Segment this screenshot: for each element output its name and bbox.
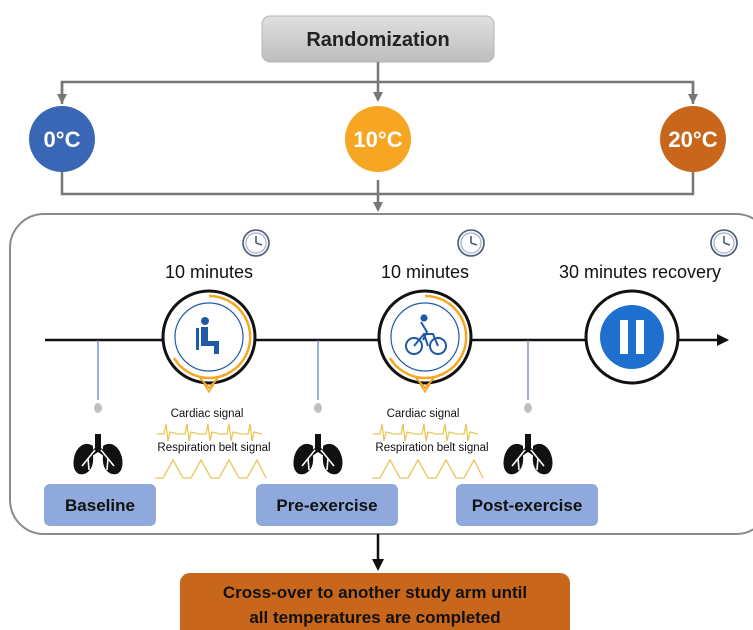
seated-person-icon [196, 317, 219, 354]
randomization-connectors [57, 62, 698, 212]
measurement-ticks [94, 340, 532, 413]
post-exercise-label: Post-exercise [472, 496, 583, 515]
pre-exercise-label: Pre-exercise [276, 496, 377, 515]
seated-stage [161, 289, 257, 394]
duration-first: 10 minutes [165, 262, 253, 282]
cyclist-icon [405, 314, 447, 355]
crossover-line-2: all temperatures are completed [249, 608, 500, 627]
baseline-label: Baseline [65, 496, 135, 515]
baseline-box [44, 484, 156, 526]
pre-exercise-box [256, 484, 398, 526]
cardiac-waveform [373, 423, 479, 442]
signal-block-1: Cardiac signal Respiration belt signal [155, 408, 271, 479]
clock-icon [242, 229, 270, 257]
randomization-label: Randomization [306, 29, 449, 51]
crossover-line-1: Cross-over to another study arm until [223, 583, 527, 602]
clock-icon [710, 229, 738, 257]
recovery-stage [584, 289, 680, 385]
pause-icon [620, 320, 644, 354]
cardiac-waveform [157, 423, 263, 442]
temperature-0c-circle [29, 106, 95, 172]
signal-block-2: Cardiac signal Respiration belt signal [372, 408, 489, 479]
duration-second: 10 minutes [381, 262, 469, 282]
temperature-10c-circle [345, 106, 411, 172]
clock-icon [457, 229, 485, 257]
crossover-box [180, 573, 570, 630]
respiration-signal-label: Respiration belt signal [375, 442, 488, 454]
respiration-waveform [372, 458, 484, 479]
respiration-waveform [155, 458, 267, 479]
temperature-20c-label: 20°C [668, 127, 717, 152]
temperature-20c-circle [660, 106, 726, 172]
respiration-signal-label: Respiration belt signal [157, 442, 270, 454]
post-exercise-box [456, 484, 598, 526]
cardiac-signal-label: Cardiac signal [171, 408, 244, 420]
temperature-10c-label: 10°C [353, 127, 402, 152]
cardiac-signal-label: Cardiac signal [387, 408, 460, 420]
cycling-stage [377, 289, 473, 394]
duration-third: 30 minutes recovery [559, 262, 721, 282]
temperature-0c-label: 0°C [44, 127, 81, 152]
